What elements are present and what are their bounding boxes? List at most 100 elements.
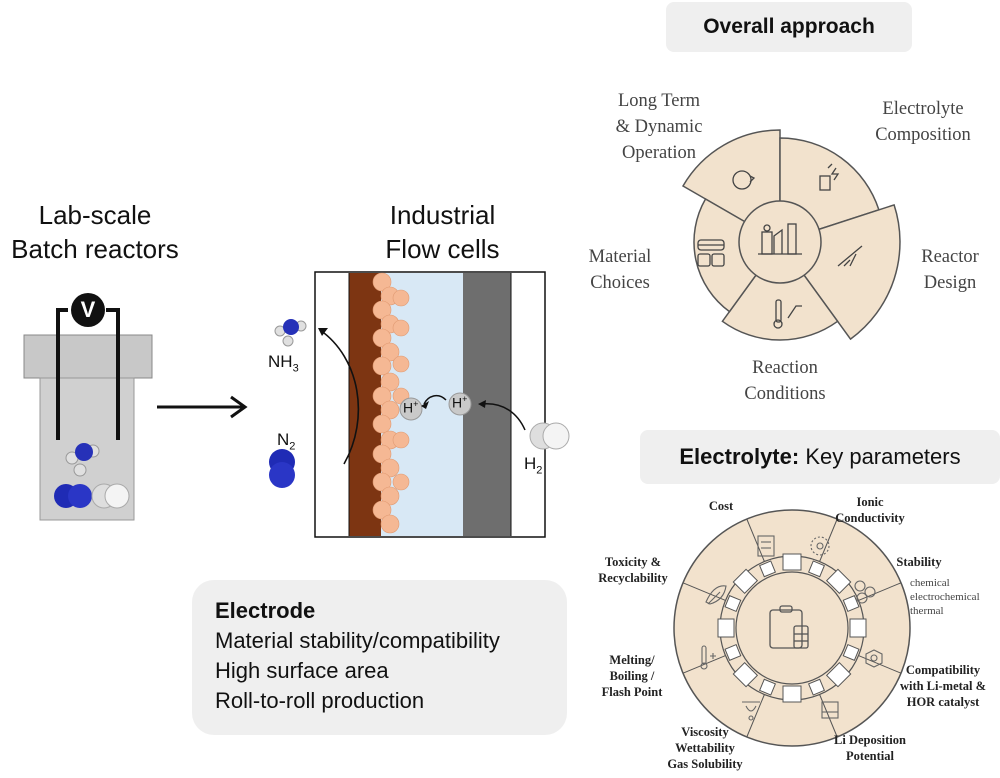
catalyst-particles	[372, 272, 410, 534]
transition-arrow-icon	[157, 395, 248, 419]
electrolyte-parameters-wheel	[673, 509, 911, 747]
label-toxicity-recyclability: Toxicity &Recyclability	[598, 555, 668, 585]
catalyst-particle	[372, 386, 392, 406]
electrode-item: High surface area	[215, 658, 389, 683]
electrode-heading: Electrode	[215, 598, 316, 623]
catalyst-particle	[372, 414, 392, 434]
ring-tab	[825, 568, 852, 595]
catalyst-particle	[372, 500, 392, 520]
lab-title-line2: Batch reactors	[11, 234, 179, 264]
ring-tab	[849, 618, 867, 638]
catalyst-particle	[372, 356, 392, 376]
materials-stack-icon	[697, 239, 725, 267]
catalyst-particle	[372, 300, 392, 320]
ring-tab	[717, 618, 735, 638]
nitrogen-molecule-icon	[54, 484, 92, 508]
h2-arrow	[481, 403, 526, 431]
catalyst-particle	[392, 319, 410, 337]
voltmeter-icon	[71, 293, 105, 327]
ring-tab	[732, 661, 759, 688]
catalyst-particle	[392, 355, 410, 373]
thermometer-icon	[773, 299, 802, 329]
catalyst-particle	[392, 473, 410, 491]
lab-scale-title: Lab-scale Batch reactors	[0, 198, 190, 266]
ring-tab	[782, 553, 802, 571]
overall-approach-wheel	[681, 129, 901, 341]
battery-icon	[819, 163, 840, 191]
syringe-icon	[837, 245, 863, 267]
ring-tab	[732, 568, 759, 595]
proton-arrow	[423, 394, 447, 405]
catalyst-particle	[372, 328, 392, 348]
ring-tab	[842, 643, 860, 661]
ring-divider	[682, 582, 726, 601]
ring-divider	[819, 518, 838, 562]
catalyst-particle	[372, 444, 392, 464]
ring-tab	[825, 661, 852, 688]
ring-tab	[807, 678, 825, 696]
industrial-title-line2: Flow cells	[385, 234, 500, 264]
ring-tab	[759, 678, 777, 696]
flow-cell-diagram	[269, 271, 570, 538]
catalyst-particle	[372, 272, 392, 292]
electrode-item: Material stability/compatibility	[215, 628, 500, 653]
receipt-icon	[757, 535, 775, 557]
molecules-icon	[854, 580, 876, 604]
catalyst-particle	[380, 342, 400, 362]
batch-reactor-diagram	[23, 293, 153, 521]
ring-tab	[782, 685, 802, 703]
label-melting-boiling-flash: Melting/Boiling /Flash Point	[601, 653, 663, 699]
proton-icon	[448, 392, 472, 416]
label-cost: Cost	[708, 499, 734, 513]
catalyst-particle	[392, 431, 410, 449]
catalyst-particle	[380, 372, 400, 392]
cycle-icon	[732, 170, 756, 190]
ring-tab	[842, 595, 860, 613]
catalyst-particle	[392, 289, 410, 307]
approach-segment	[721, 240, 839, 341]
proton-label: H+	[403, 399, 419, 416]
nh3-label: NH3	[268, 352, 299, 375]
ring-tab	[724, 595, 742, 613]
inner-hub	[735, 571, 849, 685]
reactor-cap	[23, 334, 153, 379]
ammonia-molecule-icon	[274, 319, 307, 347]
catalyst-particle	[380, 458, 400, 478]
n2-to-nh3-arrow	[319, 329, 360, 465]
ring-tab	[807, 560, 825, 578]
ammonia-molecule-icon	[65, 443, 100, 477]
overall-approach-title: Overall approach	[666, 2, 912, 52]
chemical-plant-icon	[758, 223, 802, 255]
hydrogen-molecule-icon	[91, 483, 130, 509]
approach-segment	[693, 197, 782, 313]
leaf-recycle-icon	[705, 585, 727, 605]
conductivity-icon	[810, 536, 830, 556]
hydrogen-molecule-icon	[529, 422, 570, 450]
industrial-title: Industrial Flow cells	[330, 198, 555, 266]
industrial-title-line1: Industrial	[389, 200, 496, 230]
lab-title-line1: Lab-scale	[38, 200, 152, 230]
ring-divider	[746, 518, 765, 562]
h2-label: H2	[524, 454, 543, 477]
clipboard-icon	[769, 605, 809, 649]
electrode-wires	[56, 308, 120, 440]
electrolyte-parameters-title: Electrolyte: Key parameters	[640, 430, 1000, 484]
hexagon-nut-icon	[865, 649, 883, 668]
label-stability: Stability	[896, 555, 942, 569]
droplet-icon	[742, 701, 760, 721]
catalyst-particle	[372, 472, 392, 492]
n2-label: N2	[277, 430, 296, 453]
catalyst-particle	[380, 400, 400, 420]
cathode-layer	[349, 273, 381, 536]
ring-tab	[759, 560, 777, 578]
beaker-icon	[821, 701, 839, 719]
